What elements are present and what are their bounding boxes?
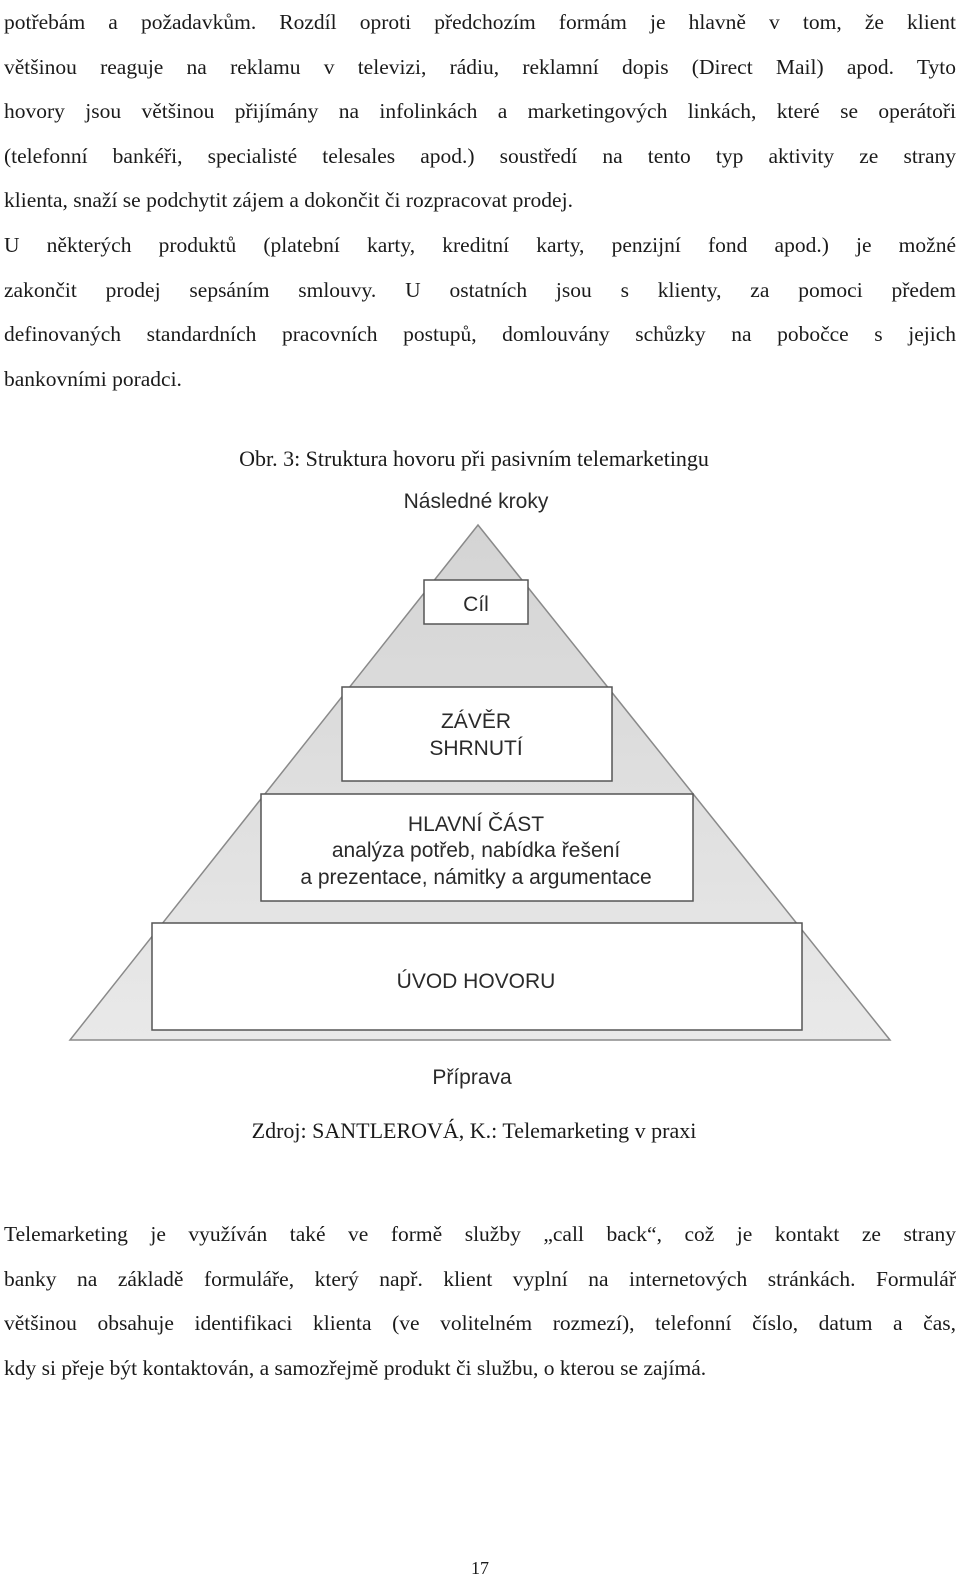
level-hlavni-line2: analýza potřeb, nabídka řešení [332,839,621,862]
text-line: zakončit prodej sepsáním smlouvy. U osta… [4,277,956,302]
level-uvod-box [151,922,803,1031]
text-line: většinou reaguje na reklamu v televizi, … [4,54,956,79]
level-cil-label: Cíl [463,593,489,616]
level-hlavni-line3: a prezentace, námitky a argumentace [300,866,651,889]
pyramid-svg: Následné kroky Cíl ZÁVĚR SHRNUTÍ HLAVNÍ … [68,490,892,1089]
text-line: Telemarketing je využíván také ve formě … [4,1222,956,1246]
text-line: bankovními poradci. [4,366,182,391]
level-zaver-line2: SHRNUTÍ [429,737,522,760]
text-line: hovory jsou většinou přijímány na infoli… [4,99,956,124]
label-preparation: Příprava [432,1066,512,1089]
text-line: kdy si přeje být kontaktován, a samozřej… [4,1355,707,1380]
pyramid-shape [68,523,892,1041]
level-uvod-label: ÚVOD HOVORU [397,970,556,993]
text-line: definovaných standardních pracovních pos… [4,322,956,347]
text-line: U některých produktů (platební karty, kr… [4,232,956,257]
level-zaver-line1: ZÁVĚR [441,710,511,733]
level-hlavni-line1: HLAVNÍ ČÁST [408,813,544,836]
page-number: 17 [471,1558,489,1578]
text-line: většinou obsahuje identifikaci klienta (… [4,1311,956,1336]
text-line: banky na základě formuláře, který např. … [4,1266,956,1291]
text-line: (telefonní bankéři, specialisté telesale… [4,143,956,168]
label-next-steps: Následné kroky [404,490,549,513]
figure-source: Zdroj: SANTLEROVÁ, K.: Telemarketing v p… [251,1118,697,1143]
level-cil-box [423,579,529,625]
text-line: potřebám a požadavkům. Rozdíl oproti pře… [4,10,956,34]
body-paragraph-bottom: Telemarketing je využíván také ve formě … [4,1212,956,1390]
figure-caption: Obr. 3: Struktura hovoru při pasivním te… [239,446,709,471]
level-hlavni-box [260,793,694,902]
level-zaver-box [341,686,613,782]
pyramid-diagram: Následné kroky Cíl ZÁVĚR SHRNUTÍ HLAVNÍ … [0,478,960,1108]
text-line: klienta, snaží se podchytit zájem a doko… [4,188,573,213]
body-paragraph-top: potřebám a požadavkům. Rozdíl oproti pře… [4,0,956,401]
